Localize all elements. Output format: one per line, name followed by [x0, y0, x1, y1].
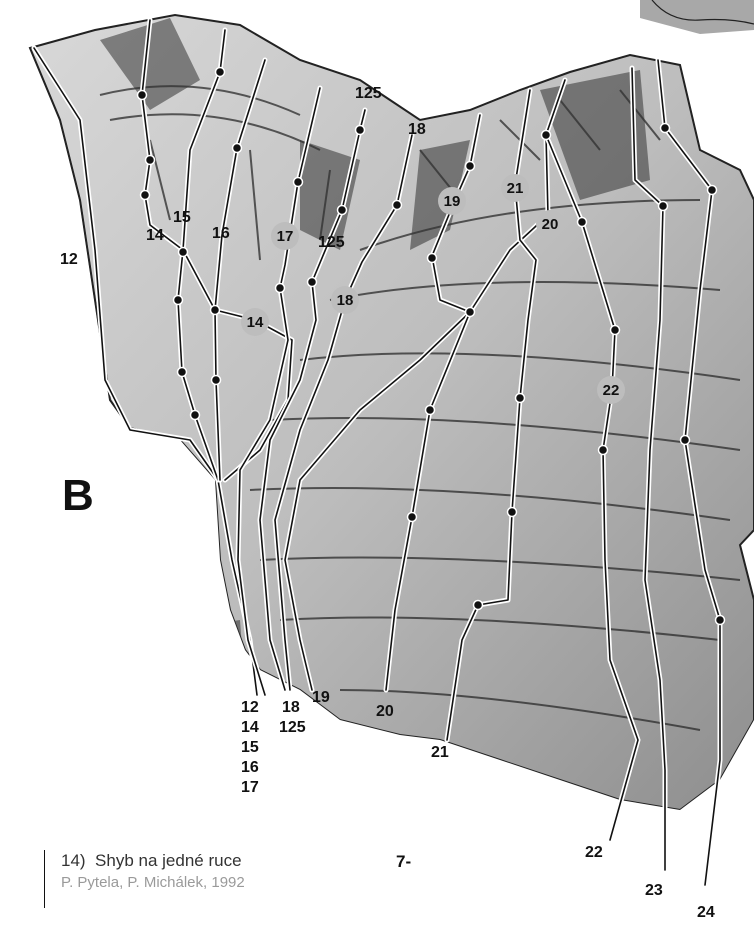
- base-label-22: 22: [585, 844, 603, 861]
- bolt: [146, 156, 155, 165]
- bolt: [356, 126, 365, 135]
- base-label-24: 24: [697, 904, 715, 921]
- bolt: [179, 248, 188, 257]
- route-name: Shyb na jedné ruce: [95, 851, 242, 870]
- bolt: [599, 446, 608, 455]
- route-caption: 14) Shyb na jedné ruce P. Pytela, P. Mic…: [44, 850, 245, 908]
- bolt: [426, 406, 435, 415]
- base-label-23: 23: [645, 882, 663, 899]
- sector-letter: B: [62, 474, 94, 518]
- bolt: [308, 278, 317, 287]
- badge-label-18: 18: [337, 292, 354, 309]
- bolt: [611, 326, 620, 335]
- bolt: [508, 508, 517, 517]
- map-icon: [640, 0, 754, 34]
- bolt: [716, 616, 725, 625]
- route-number: 14): [61, 851, 86, 870]
- bolt: [138, 91, 147, 100]
- bolt: [578, 218, 587, 227]
- bolt: [216, 68, 225, 77]
- bolt: [141, 191, 150, 200]
- bolt: [191, 411, 200, 420]
- bolt: [294, 178, 303, 187]
- base-label-125: 125: [279, 719, 306, 736]
- base-label-19: 19: [312, 689, 330, 706]
- badge-label-22: 22: [603, 382, 620, 399]
- base-label-20: 20: [376, 703, 394, 720]
- badge-label-21: 21: [507, 180, 524, 197]
- bolt: [276, 284, 285, 293]
- bolt: [393, 201, 402, 210]
- base-label-12: 12: [241, 699, 259, 716]
- bolt: [233, 144, 242, 153]
- route-authors: P. Pytela, P. Michálek, 1992: [61, 872, 245, 894]
- rock-face: [0, 15, 754, 925]
- bolt: [466, 162, 475, 171]
- route-label-14: 14: [146, 227, 164, 244]
- badge-label-17: 17: [277, 228, 294, 245]
- route-label-18-top: 18: [408, 121, 426, 138]
- bolt: [542, 131, 551, 140]
- base-label-21: 21: [431, 744, 449, 761]
- badge-label-19: 19: [444, 193, 461, 210]
- bolt: [516, 394, 525, 403]
- bolt: [659, 202, 668, 211]
- badge-label-20: 20: [542, 216, 559, 233]
- bolt: [174, 296, 183, 305]
- route-label-12: 12: [60, 251, 78, 268]
- base-label-14: 14: [241, 719, 259, 736]
- route-grade: 7-: [396, 852, 411, 872]
- route-label-125-top: 125: [355, 85, 382, 102]
- route-label-15: 15: [173, 209, 191, 226]
- bolt: [681, 436, 690, 445]
- base-label-18: 18: [282, 699, 300, 716]
- bolt: [661, 124, 670, 133]
- bolt: [408, 513, 417, 522]
- bolt: [212, 376, 221, 385]
- bolt: [178, 368, 187, 377]
- base-label-17: 17: [241, 779, 259, 796]
- route-label-125-mid: 125: [318, 234, 345, 251]
- bolt: [428, 254, 437, 263]
- bolt: [708, 186, 717, 195]
- bolt: [474, 601, 483, 610]
- bolt: [211, 306, 220, 315]
- badge-label-14: 14: [247, 314, 264, 331]
- route-label-16: 16: [212, 225, 230, 242]
- route-title: 14) Shyb na jedné ruce: [61, 850, 245, 872]
- bolt: [338, 206, 347, 215]
- base-label-16: 16: [241, 759, 259, 776]
- bolt: [466, 308, 475, 317]
- base-label-15: 15: [241, 739, 259, 756]
